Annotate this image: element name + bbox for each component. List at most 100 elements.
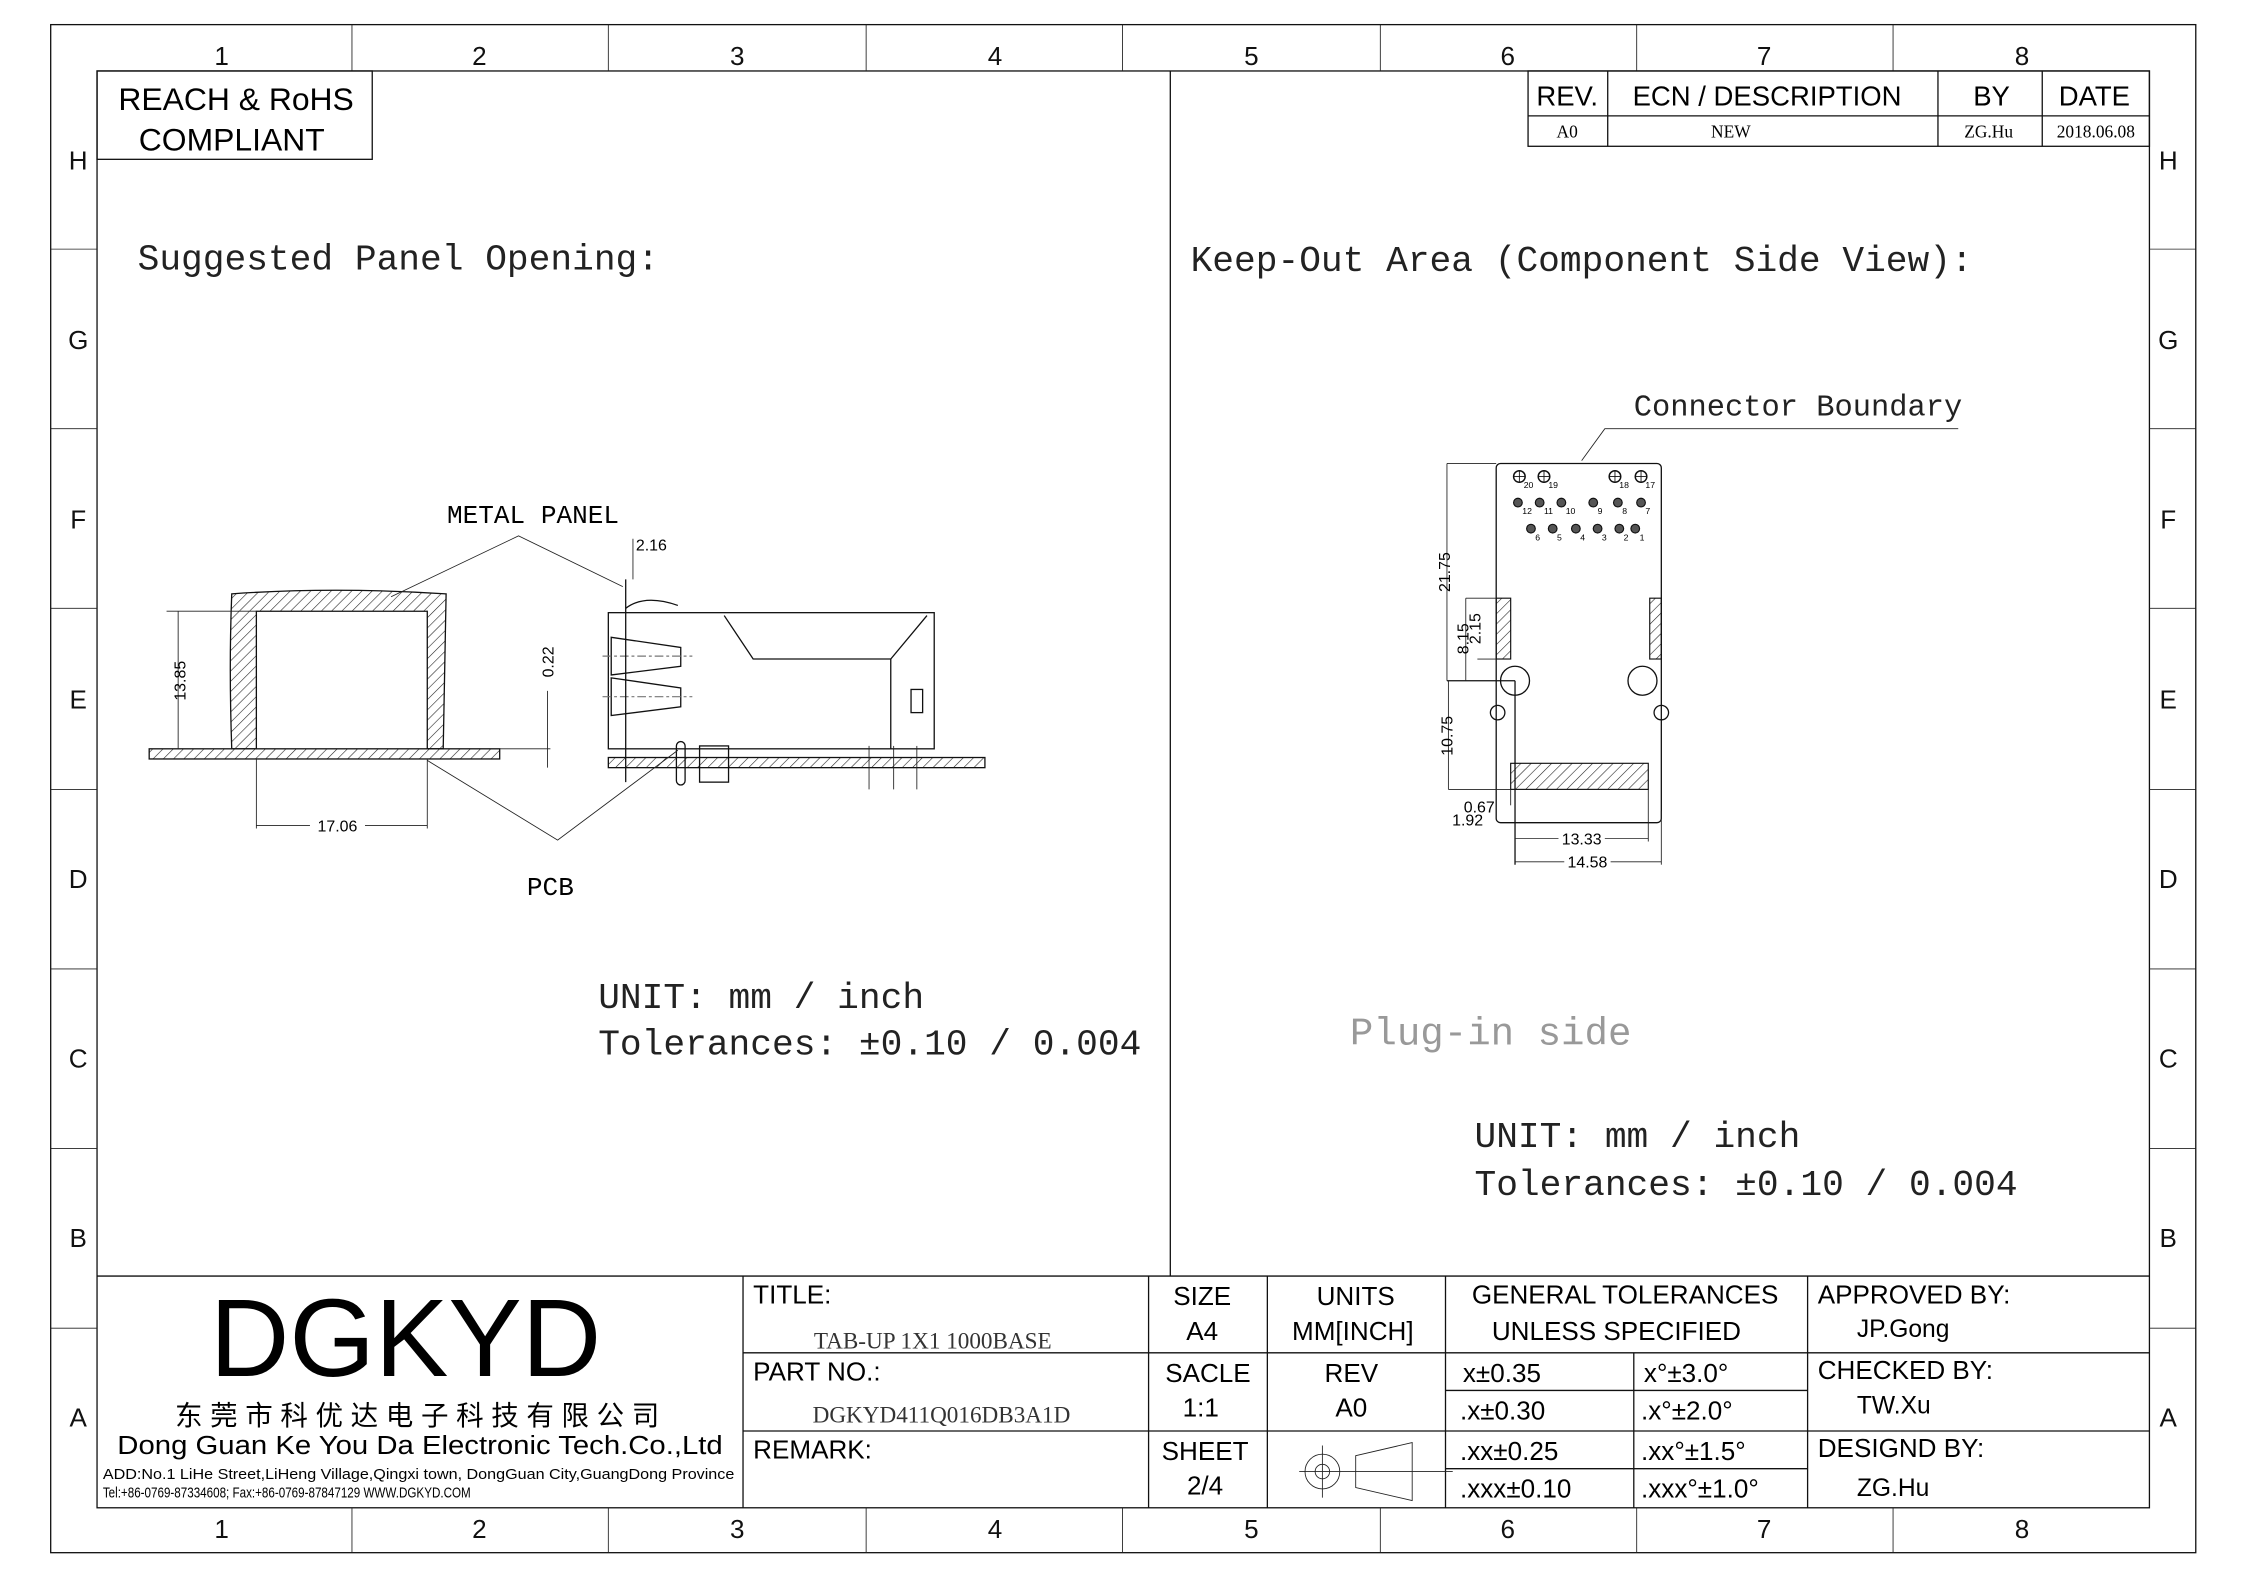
zone-row-label: A xyxy=(70,1403,88,1433)
pcb-label: PCB xyxy=(527,873,574,903)
compliance-box xyxy=(96,70,373,160)
pin-number: 6 xyxy=(1535,532,1540,542)
part-label: PART NO.: xyxy=(753,1356,880,1386)
dim-14-58: 14.58 xyxy=(1568,855,1608,872)
right-unit: UNIT: mm / inch xyxy=(1474,1117,1800,1158)
zone-row-label: D xyxy=(69,864,88,894)
rev-value: A0 xyxy=(1335,1393,1367,1423)
pin-number: 1 xyxy=(1640,532,1645,542)
dim-17-06: 17.06 xyxy=(318,818,358,835)
zone-column-label: 4 xyxy=(988,41,1003,71)
pin-hole: 8 xyxy=(1612,497,1627,516)
zone-column-label: 5 xyxy=(1244,1514,1259,1544)
title-value: TAB-UP 1X1 1000BASE xyxy=(814,1328,1052,1354)
pin-hole: 1 xyxy=(1630,523,1645,542)
pin-number: 20 xyxy=(1524,480,1534,490)
checked-value: TW.Xu xyxy=(1857,1393,1931,1420)
zone-column-label: 6 xyxy=(1501,1514,1516,1544)
pin-number: 11 xyxy=(1544,506,1553,516)
pin-number: 8 xyxy=(1622,506,1627,516)
plug-in-side-label: Plug-in side xyxy=(1350,1011,1632,1056)
sheet-label: SHEET xyxy=(1162,1436,1249,1466)
designed-value: ZG.Hu xyxy=(1857,1475,1929,1502)
zone-row-label: F xyxy=(70,505,86,535)
designed-label: DESIGND BY: xyxy=(1818,1433,1985,1463)
third-angle-projection-icon xyxy=(1299,1442,1453,1502)
linear-tolerance-2: .xx±0.25 xyxy=(1460,1436,1558,1466)
zone-row-label: F xyxy=(2160,505,2176,535)
dim-8-15: 8.15 xyxy=(1456,623,1473,654)
dim-13-33: 13.33 xyxy=(1562,831,1602,848)
zone-row-label: E xyxy=(2160,684,2177,714)
zone-column-label: 8 xyxy=(2015,41,2030,71)
date-header: DATE xyxy=(2059,81,2130,112)
zone-row-label: C xyxy=(2159,1043,2178,1073)
pin-number: 12 xyxy=(1522,506,1532,516)
zone-column-label: 4 xyxy=(988,1514,1003,1544)
dim-2-15: 2.15 xyxy=(1467,613,1484,644)
scale-value: 1:1 xyxy=(1183,1393,1219,1423)
revision-table: REV. ECN / DESCRIPTION BY DATE A0 NEW ZG… xyxy=(1527,70,2151,147)
connector-body xyxy=(607,612,935,750)
pin-hole: 6 xyxy=(1526,523,1540,542)
by-value: ZG.Hu xyxy=(1964,123,2013,142)
zone-column-label: 1 xyxy=(214,1514,229,1544)
title-block: DGKYD 东 莞 市 科 优 达 电 子 科 技 有 限 公 司 Dong G… xyxy=(97,1275,2150,1508)
zone-column-label: 7 xyxy=(1757,41,1771,71)
right-tolerances: Tolerances: ±0.10 / 0.004 xyxy=(1474,1165,2017,1206)
linear-tolerance-1: .x±0.30 xyxy=(1460,1395,1545,1425)
rev-label: REV xyxy=(1325,1358,1379,1388)
dim-13-85: 13.85 xyxy=(172,661,189,701)
zone-row-label: H xyxy=(69,145,88,175)
zone-row-label: B xyxy=(2160,1223,2177,1253)
connector-boundary-label: Connector Boundary xyxy=(1634,392,1962,426)
linear-tolerance-3: .xxx±0.10 xyxy=(1460,1474,1571,1504)
pin-hole: 3 xyxy=(1592,523,1607,542)
zone-row-label: A xyxy=(2160,1403,2178,1433)
company-contact: Tel:+86-0769-87334608; Fax:+86-0769-8784… xyxy=(103,1486,471,1502)
scale-label: SACLE xyxy=(1165,1358,1250,1388)
pin-hole: 7 xyxy=(1636,497,1650,516)
dim-0-67: 0.67 xyxy=(1464,800,1495,817)
pin-number: 17 xyxy=(1645,480,1655,490)
zone-column-label: 8 xyxy=(2015,1514,2030,1544)
zone-row-label: D xyxy=(2159,864,2178,894)
zone-column-label: 3 xyxy=(730,1514,745,1544)
pin-number: 7 xyxy=(1645,506,1650,516)
pin-hole: 10 xyxy=(1556,497,1576,516)
pcb-leader xyxy=(427,749,679,841)
sheet-value: 2/4 xyxy=(1187,1471,1223,1501)
zone-column-label: 5 xyxy=(1244,41,1259,71)
dim-1-92: 1.92 xyxy=(1452,813,1483,830)
outer-border xyxy=(50,23,2197,1554)
pin-hole: 18 xyxy=(1608,470,1629,490)
pcb-strip-left xyxy=(148,748,501,760)
title-label: TITLE: xyxy=(753,1280,831,1310)
zone-column-label: 6 xyxy=(1501,41,1516,71)
angular-tolerance-3: .xxx°±1.0° xyxy=(1641,1474,1759,1504)
right-view-title: Keep-Out Area (Component Side View): xyxy=(1191,241,1973,282)
pin-hole: 11 xyxy=(1534,497,1553,516)
rev-value: A0 xyxy=(1557,123,1579,142)
zone-row-label: C xyxy=(69,1043,88,1073)
pin-hole: 17 xyxy=(1634,470,1655,490)
zone-column-label: 2 xyxy=(472,1514,487,1544)
size-label: SIZE xyxy=(1173,1281,1231,1311)
left-tolerances: Tolerances: ±0.10 / 0.004 xyxy=(598,1024,1141,1065)
pin-hole: 4 xyxy=(1570,523,1585,542)
pin-hole: 20 xyxy=(1512,470,1534,490)
compliance-line2: COMPLIANT xyxy=(139,122,325,158)
angular-tolerance-1: .x°±2.0° xyxy=(1641,1395,1733,1425)
units-label: UNITS xyxy=(1317,1281,1395,1311)
pin-number: 2 xyxy=(1624,532,1629,542)
units-value: MM[INCH] xyxy=(1292,1316,1414,1346)
approved-value: JP.Gong xyxy=(1857,1316,1950,1343)
zone-row-label: B xyxy=(70,1223,87,1253)
approved-label: APPROVED BY: xyxy=(1818,1280,2011,1310)
dim-0-22: 0.22 xyxy=(540,646,557,677)
pin-number: 18 xyxy=(1619,480,1629,490)
pcb-strip-right xyxy=(607,756,986,769)
dim-10-75: 10.75 xyxy=(1440,716,1457,756)
